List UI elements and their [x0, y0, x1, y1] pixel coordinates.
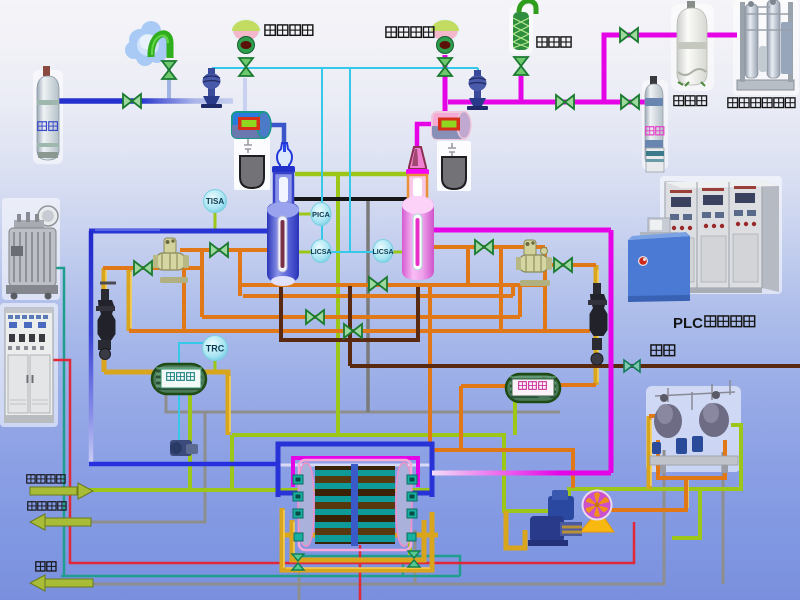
svg-text:TRC: TRC — [206, 344, 225, 354]
svg-text:LICSA: LICSA — [373, 249, 394, 256]
svg-text:PLC: PLC — [673, 315, 703, 332]
svg-text:TISA: TISA — [206, 197, 224, 206]
svg-text:LICSA: LICSA — [311, 249, 332, 256]
svg-text:PICA: PICA — [312, 210, 331, 219]
